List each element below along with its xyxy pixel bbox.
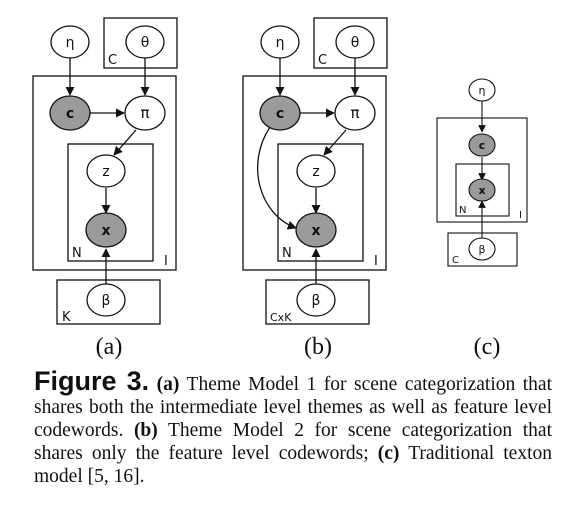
- node-eta: [260, 25, 300, 59]
- outer-plate-label: I: [164, 254, 168, 269]
- node-pi-label: π: [140, 104, 149, 122]
- node-c: [49, 95, 91, 131]
- figure-caption: Figure 3. (a) Theme Model 1 for scene ca…: [34, 368, 552, 488]
- node-pi: [334, 95, 376, 131]
- node-c-label: c: [479, 139, 486, 152]
- diagram-a-label: (a): [96, 334, 123, 360]
- node-c: [259, 95, 301, 131]
- theta-plate-label: C: [318, 53, 327, 68]
- caption-figure-label: Figure 3.: [34, 366, 150, 396]
- node-x-label: x: [311, 223, 320, 239]
- node-eta-label: η: [479, 84, 486, 97]
- caption-a-text: Theme Model 1 for scene categorization t…: [34, 374, 552, 441]
- node-theta: [125, 25, 165, 59]
- node-eta: [50, 25, 90, 59]
- node-z: [86, 154, 126, 188]
- caption-c-text: Traditional texton model [5, 16].: [34, 443, 552, 487]
- node-z-label: z: [102, 164, 109, 180]
- node-x: [85, 212, 127, 248]
- node-c: [468, 133, 496, 157]
- node-pi-label: π: [350, 104, 359, 122]
- inner-plate: [67, 143, 154, 262]
- diagram-b-label: (b): [304, 334, 332, 360]
- beta-plate-label: C: [452, 255, 459, 266]
- outer-plate-label: I: [519, 210, 522, 221]
- beta-plate-label: K: [62, 310, 71, 325]
- beta-plate: [265, 279, 370, 325]
- node-x: [468, 178, 496, 202]
- node-theta-label: θ: [351, 35, 360, 51]
- diagram-a: C I N K η θ c π z x β (a): [32, 17, 178, 360]
- outer-plate-label: I: [374, 254, 378, 269]
- theta-plate: [313, 17, 388, 69]
- inner-plate-label: N: [72, 246, 82, 261]
- node-c-label: c: [276, 106, 284, 122]
- caption-a-tag: (a): [156, 374, 180, 395]
- node-beta-label: β: [102, 293, 111, 309]
- outer-plate: [32, 75, 177, 271]
- node-eta-label: η: [66, 35, 75, 51]
- diagram-c-label: (c): [474, 334, 501, 360]
- node-z: [296, 154, 336, 188]
- node-x-label: x: [101, 223, 110, 239]
- inner-plate: [277, 143, 364, 262]
- theta-plate: [103, 17, 178, 69]
- inner-plate-label: N: [459, 205, 466, 216]
- node-beta: [86, 283, 126, 317]
- theta-plate-label: C: [108, 53, 117, 68]
- diagram-c: I N C η c x β (c): [436, 78, 528, 360]
- node-c-label: c: [66, 106, 74, 122]
- node-x: [295, 212, 337, 248]
- node-eta: [468, 78, 496, 102]
- node-eta-label: η: [276, 35, 285, 51]
- caption-c-tag: (c): [377, 443, 400, 464]
- beta-plate: [56, 279, 161, 325]
- node-x-label: x: [478, 184, 485, 197]
- caption-b-tag: (b): [133, 420, 158, 441]
- node-theta: [335, 25, 375, 59]
- node-z-label: z: [312, 164, 319, 180]
- caption-b-text: Theme Model 2 for scene categorization t…: [34, 420, 552, 464]
- beta-plate-label: CxK: [270, 311, 292, 324]
- node-theta-label: θ: [141, 35, 150, 51]
- node-pi: [124, 95, 166, 131]
- node-beta: [296, 283, 336, 317]
- diagram-b: C I N CxK η θ c π z x β (b): [242, 17, 388, 360]
- outer-plate: [242, 75, 387, 271]
- node-beta: [468, 237, 496, 261]
- node-beta-label: β: [312, 293, 321, 309]
- node-beta-label: β: [478, 243, 485, 256]
- inner-plate-label: N: [282, 246, 292, 261]
